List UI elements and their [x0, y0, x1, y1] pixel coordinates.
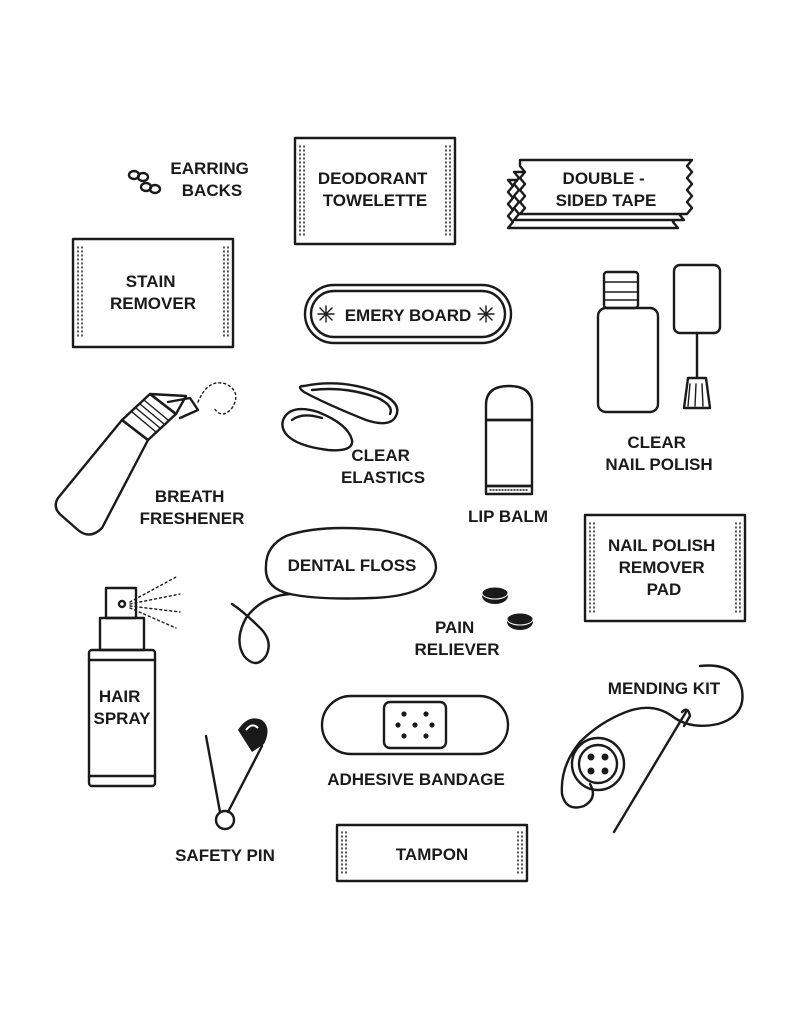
earring-backs-icon [127, 169, 162, 195]
nail-polish-remover-pad-label: NAIL POLISH REMOVER PAD [608, 536, 720, 599]
breath-freshener-label: BREATH FRESHENER [140, 487, 245, 528]
nail-polish-remover-pad-icon [583, 513, 747, 623]
pain-reliever-icon [481, 586, 534, 630]
deodorant-towelette-icon [293, 136, 457, 246]
stain-remover-label: STAIN REMOVER [110, 272, 196, 313]
clear-nail-polish-label: CLEAR NAIL POLISH [605, 433, 712, 474]
breath-freshener-icon [54, 382, 237, 536]
hair-spray-icon [87, 575, 181, 788]
safety-pin-icon [204, 718, 268, 831]
emery-board-icon [303, 283, 513, 345]
dental-floss-label: DENTAL FLOSS [288, 556, 417, 575]
double-sided-tape-label: DOUBLE - SIDED TAPE [556, 169, 657, 210]
pain-reliever-label: PAIN RELIEVER [414, 618, 499, 659]
hair-spray-label: HAIR SPRAY [93, 687, 151, 728]
stain-remover-icon [71, 237, 235, 349]
dental-floss-icon [230, 526, 438, 665]
adhesive-bandage-label: ADHESIVE BANDAGE [327, 770, 505, 789]
emery-board-label: EMERY BOARD [345, 306, 472, 325]
lip-balm-label: LIP BALM [468, 507, 548, 526]
safety-pin-label: SAFETY PIN [175, 846, 275, 865]
mending-kit-label: MENDING KIT [608, 679, 721, 698]
deodorant-towelette-label: DEODORANT TOWELETTE [318, 169, 432, 210]
adhesive-bandage-icon [320, 694, 510, 756]
lip-balm-icon [484, 384, 534, 496]
double-sided-tape-icon [506, 158, 694, 230]
nail-polish-icon [596, 263, 722, 414]
tampon-icon [335, 823, 529, 883]
tampon-label: TAMPON [396, 845, 468, 864]
clear-elastics-label: CLEAR ELASTICS [341, 446, 425, 487]
earring-backs-label: EARRING BACKS [170, 159, 253, 200]
clear-elastics-icon [281, 382, 399, 452]
mending-kit-icon [560, 664, 744, 834]
